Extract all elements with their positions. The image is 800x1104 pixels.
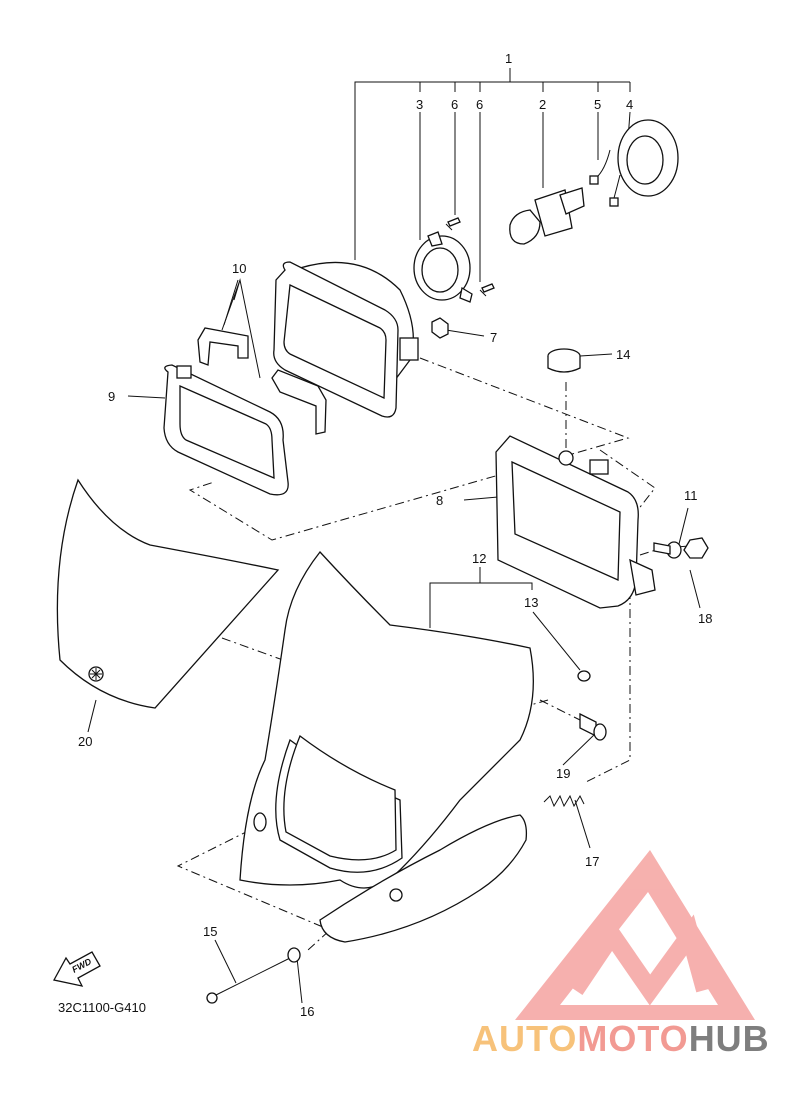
callout-15: 15 [203,924,217,939]
spring-17 [543,794,585,808]
callout-19: 19 [556,766,570,781]
bolt-19 [579,712,607,741]
nut-18 [683,537,709,559]
callout-4: 4 [626,97,633,112]
leader-lines [87,111,701,1004]
lower-cover-12 [319,814,528,943]
callout-10: 10 [232,261,246,276]
callout-12: 12 [472,551,486,566]
callout-11: 11 [684,488,698,503]
brand-part-hub: HUB [688,1018,770,1059]
callout-17: 17 [585,854,599,869]
callout-14: 14 [616,347,630,362]
callout-20: 20 [78,734,92,749]
brand-part-auto: AUTO [472,1018,578,1059]
grommet-14 [547,348,581,373]
forward-arrow-icon: FWD [53,951,101,987]
callout-6a: 6 [451,97,458,112]
bolt-15 [206,957,291,1004]
callout-2: 2 [539,97,546,112]
diagram-code: 32C1100-G410 [58,1000,146,1015]
callout-8: 8 [436,493,443,508]
callout-18: 18 [698,611,712,626]
brand-part-moto: MOTO [577,1018,689,1059]
callout-6b: 6 [476,97,483,112]
damper-10 [197,327,327,435]
watermark-logo-icon [515,850,755,1020]
callout-3: 3 [416,97,423,112]
callout-7: 7 [490,330,497,345]
headlight-cowling-12 [239,550,534,889]
headlight-unit-1 [273,261,419,418]
washer-16 [287,947,301,963]
callout-16: 16 [300,1004,314,1019]
callout-numbers: 1 2 3 4 5 6 6 7 8 9 10 11 12 13 14 15 16… [78,51,712,1019]
callout-5: 5 [594,97,601,112]
headlight-rim-9 [163,364,289,496]
callout-13: 13 [524,595,538,610]
socket-ring-3 [413,231,473,303]
dust-cover-4 [589,119,679,207]
callout-9: 9 [108,389,115,404]
headlight-stay-8 [495,435,656,609]
side-cover-20 [56,478,280,709]
nut-7 [431,317,449,339]
screw-6 [445,217,495,297]
assembly-bracket-1 [354,68,631,260]
bulb-2 [509,187,585,245]
washer-13 [577,670,591,682]
callout-1: 1 [505,51,512,66]
watermark-brand: AUTOMOTOHUB [472,1018,770,1060]
bolt-11 [653,541,682,559]
